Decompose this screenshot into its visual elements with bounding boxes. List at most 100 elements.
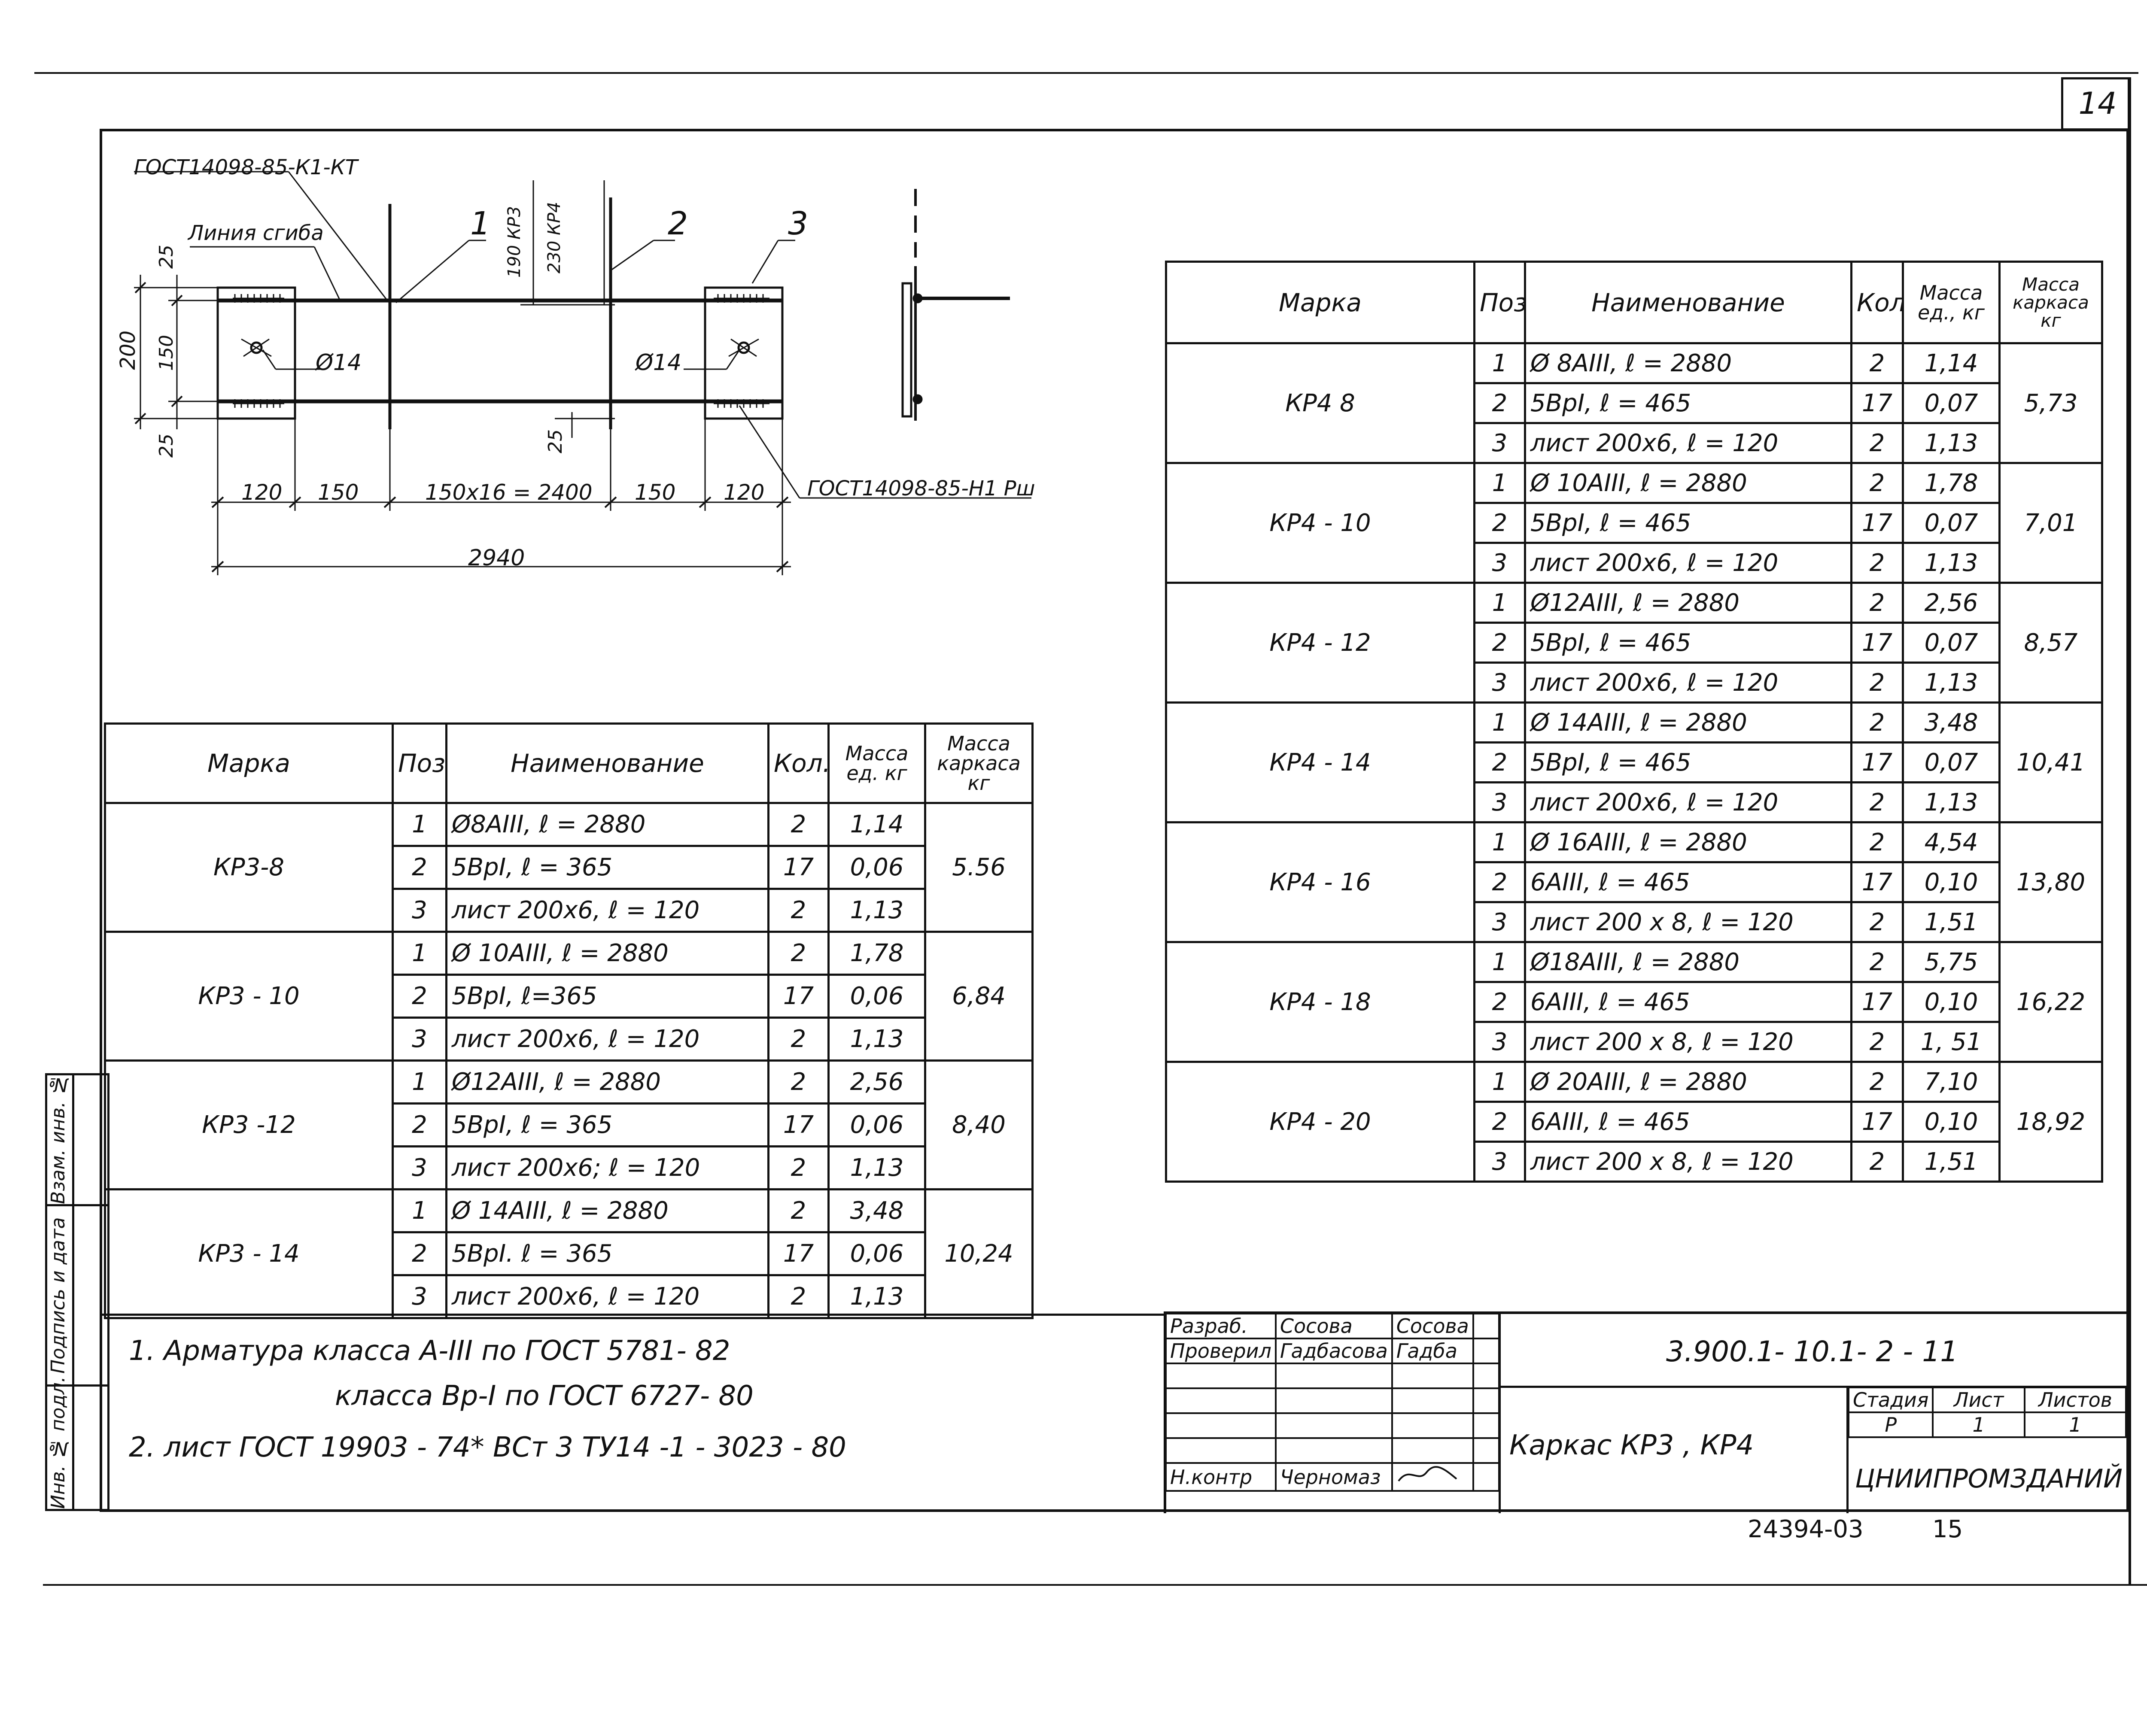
name-cell: лист 200 х 8, ℓ = 120 [1524,1141,1852,1183]
marka-cell: КР4 8 [1165,342,1475,464]
drawing-title: Каркас КР3 , КР4 [1509,1429,1754,1461]
qty-cell: 2 [1850,542,1904,584]
qty-cell: 2 [1850,781,1904,823]
mass-unit-cell: 1,13 [827,1145,926,1190]
mass-unit-cell: 0,10 [1902,1101,2001,1143]
table-row: 3 лист 200х6, ℓ = 120 2 1,13 [1166,662,2102,704]
pos-cell: 1 [1473,821,1526,863]
name-cell: Ø18АIII, ℓ = 2880 [1524,941,1852,983]
qty-cell: 2 [767,931,830,976]
pos-1-label: 1 [470,205,491,242]
table-row: 2 6АIII, ℓ = 465 17 0,10 [1166,861,2102,903]
header-qty: Кол. [767,722,830,804]
document-code: 3.900.1- 10.1- 2 - 11 [1666,1335,1958,1368]
dim-total: 2940 [468,545,525,571]
notes-3: 2. лист ГОСТ 19903 - 74* ВСт 3 ТУ14 -1 -… [129,1432,846,1463]
pos-cell: 3 [1473,901,1526,943]
diam-right-label: Ø14 [636,350,682,376]
name-cell: лист 200 х 8, ℓ = 120 [1524,901,1852,943]
pos-cell: 3 [392,1145,447,1190]
pos-cell: 3 [1473,1141,1526,1183]
mass-unit-cell: 7,10 [1902,1061,2001,1103]
table-row: КР4 8 1 Ø 8АIII, ℓ = 2880 2 1,14 5,73 [1165,342,2103,464]
pos-cell: 1 [1473,701,1526,744]
mass-unit-cell: 1,14 [827,802,926,847]
qty-cell: 2 [1850,901,1904,943]
title-block-left [1164,1311,1166,1513]
table-row: 2 5ВрI. ℓ = 365 17 0,06 [105,1231,1033,1276]
tb-vertical [1499,1311,1501,1513]
bottom-page-number: 15 [1932,1515,1963,1543]
pos-cell: 1 [1473,342,1526,384]
qty-cell: 17 [767,1231,830,1276]
table-row: КР4 - 14 1 Ø 14АIII, ℓ = 2880 2 3,48 10,… [1165,701,2103,823]
table-row: 2 5ВрI, ℓ = 465 17 0,07 [1166,382,2102,424]
mass-unit-cell: 0,06 [827,845,926,890]
pos-cell: 3 [1473,662,1526,704]
name-cell: лист 200х6, ℓ = 120 [1524,542,1852,584]
drawing-frame [100,129,2129,1512]
page-number-box [2061,77,2130,131]
sheets-header: Листов [2023,1387,2127,1413]
qty-cell: 17 [1850,1101,1904,1143]
tb-row-divider [1499,1386,2130,1388]
name-cell: 5ВрI, ℓ = 465 [1524,741,1852,783]
mass-frame-cell: 7,01 [1998,462,2103,584]
name-cell: 5ВрI, ℓ = 465 [1524,502,1852,544]
mass-unit-cell: 0,06 [827,1231,926,1276]
table-row: КР4 - 12 1 Ø12АIII, ℓ = 2880 2 2,56 8,57 [1165,582,2103,704]
notes-2: класса Вр-I по ГОСТ 6727- 80 [335,1380,754,1412]
table-row: 3 лист 200х6, ℓ = 120 2 1,13 [1166,542,2102,584]
name-cell: 5ВрI, ℓ = 465 [1524,382,1852,424]
marka-cell: КР4 - 20 [1165,1061,1475,1183]
mass-unit-cell: 1,13 [827,1274,926,1319]
pos-cell: 3 [1473,542,1526,584]
name-cell: Ø 10АIII, ℓ = 2880 [445,931,769,976]
mass-unit-cell: 3,48 [827,1188,926,1233]
table-row: 3 лист 200х6; ℓ = 120 2 1,13 [105,1145,1033,1190]
qty-cell: 17 [767,1102,830,1147]
sheets-value: 1 [2023,1411,2127,1438]
mass-unit-cell: 1,78 [827,931,926,976]
pos-cell: 3 [392,1017,447,1062]
pos-cell: 3 [1473,422,1526,464]
name-cell: лист 200х6, ℓ = 120 [1524,422,1852,464]
table-row: 2 5ВрI, ℓ=365 17 0,06 [105,974,1033,1019]
dim-230-kr4: 230 КР4 [544,202,564,274]
gost-right-label: ГОСТ14098-85-Н1 Рш [807,476,1035,501]
sign-developer: Сосова [1391,1313,1474,1339]
marka-cell: КР4 - 10 [1165,462,1475,584]
header-mass-frame: Масса каркаса кг [924,722,1034,804]
qty-cell: 2 [1850,342,1904,384]
role-normcontrol: Н.контр [1165,1462,1277,1492]
dim-25-mid: 25 [544,429,566,453]
qty-cell: 17 [1850,981,1904,1023]
mass-frame-cell: 5,73 [1998,342,2103,464]
qty-cell: 17 [1850,741,1904,783]
mass-unit-cell: 0,07 [1902,502,2001,544]
mass-unit-cell: 2,56 [1902,582,2001,624]
dim-main: 150х16 = 2400 [425,480,593,505]
table-row: КР4 - 16 1 Ø 16АIII, ℓ = 2880 2 4,54 13,… [1165,821,2103,943]
qty-cell: 2 [767,1145,830,1190]
qty-cell: 2 [1850,821,1904,863]
pos-cell: 2 [1473,981,1526,1023]
marka-cell: КР3 -12 [104,1059,394,1190]
qty-cell: 2 [767,802,830,847]
mass-unit-cell: 1,13 [1902,422,2001,464]
pos-cell: 1 [1473,1061,1526,1103]
name-cell: лист 200х6, ℓ = 120 [445,888,769,933]
mass-frame-cell: 8,57 [1998,582,2103,704]
mass-frame-cell: 5.56 [924,802,1034,933]
table-row: 3 лист 200 х 8, ℓ = 120 2 1,51 [1166,901,2102,943]
dim-190-kr3: 190 КР3 [505,206,524,278]
tb-vertical-2 [1846,1386,1849,1513]
side-inv: Инв. № подл. [47,1376,69,1509]
title-block-signatures: Разраб. Сосова Сосова Проверил Гадбасова… [1165,1313,1500,1492]
stage-header: Стадия [1847,1387,1934,1413]
side-sign: Подпись и дата [47,1217,69,1374]
title-block-top [1164,1311,2130,1314]
header-mass-unit: Масса ед. кг [827,722,926,804]
dim-150-b: 150 [635,480,676,505]
pos-2-label: 2 [668,205,688,242]
